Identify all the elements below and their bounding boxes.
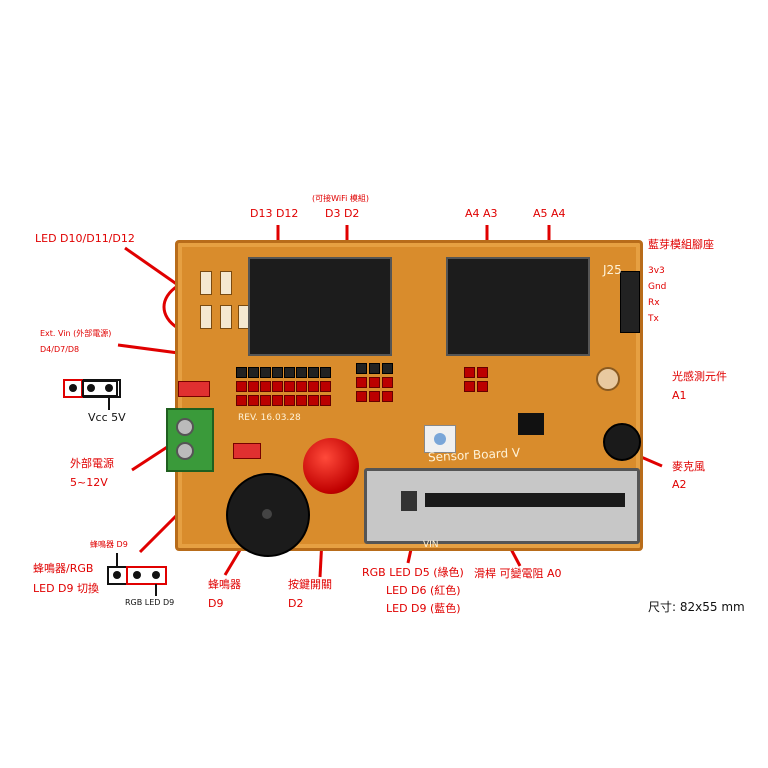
label-d3-d2: D3 D2 — [325, 207, 360, 220]
push-button — [303, 438, 359, 494]
label-mic-1: 麥克風 — [672, 460, 705, 473]
line-led — [124, 246, 179, 287]
label-wifi-note: (可接WiFi 模組) — [312, 194, 369, 203]
label-buzzer-1: 蜂鳴器 — [208, 578, 241, 591]
pin-rows — [236, 367, 346, 407]
buzzer — [226, 473, 310, 557]
label-mic-2: A2 — [672, 478, 687, 491]
power-terminal — [166, 408, 214, 472]
label-rgb-2: LED D6 (紅色) — [386, 584, 461, 597]
label-size: 尺寸: 82x55 mm — [648, 600, 745, 614]
label-ldr-2: A1 — [672, 389, 687, 402]
led-array — [194, 261, 250, 341]
jumper-block — [356, 363, 396, 403]
label-buzzer-2: D9 — [208, 597, 224, 610]
label-bt-rx: Rx — [648, 298, 660, 308]
label-ext-power-1: 外部電源 — [70, 457, 114, 470]
digital-header-d13-d12 — [248, 257, 392, 356]
label-switch-2: LED D9 切換 — [33, 582, 100, 595]
label-ext-power-2: 5~12V — [70, 476, 108, 489]
bluetooth-header — [620, 271, 640, 333]
rev-silk: REV. 16.03.28 — [238, 413, 301, 423]
label-a4-a3: A4 A3 — [465, 207, 498, 220]
analog-jumpers — [464, 367, 494, 407]
ic-chip — [518, 413, 544, 435]
analog-header-a4-a5 — [446, 257, 590, 356]
label-ldr-1: 光感測元件 — [672, 370, 727, 383]
label-rgb-led-d9: RGB LED D9 — [125, 598, 175, 607]
j25-silk: J25 — [603, 263, 622, 277]
microphone — [603, 423, 641, 461]
vin-silk: VIN — [423, 540, 439, 550]
label-buzzer-d9: 蜂鳴器 D9 — [90, 540, 128, 549]
label-a5-a4: A5 A4 — [533, 207, 566, 220]
label-slider: 滑桿 可變電阻 A0 — [474, 567, 562, 580]
label-bt-tx: Tx — [648, 314, 659, 324]
label-ext-vin: Ext. Vin (外部電源) — [40, 329, 112, 338]
jumper-diagram-rgb — [107, 553, 167, 596]
rgb-led — [424, 425, 456, 453]
label-bt-header: 藍芽模組腳座 — [648, 238, 714, 251]
label-bt-3v3: 3v3 — [648, 266, 665, 276]
label-bt-gnd: Gnd — [648, 282, 667, 292]
light-sensor — [596, 367, 620, 391]
label-switch-1: 蜂鳴器/RGB — [33, 562, 94, 575]
label-led-d10: LED D10/D11/D12 — [35, 232, 135, 245]
vcc-jumper — [178, 381, 210, 397]
label-rgb-1: RGB LED D5 (綠色) — [362, 566, 464, 579]
jumper-diagram-vcc — [63, 379, 121, 410]
label-d13-d12: D13 D12 — [250, 207, 299, 220]
label-d4-d7-d8: D4/D7/D8 — [40, 345, 80, 354]
label-vcc5v: Vcc 5V — [88, 411, 126, 424]
label-button-2: D2 — [288, 597, 304, 610]
slide-potentiometer — [364, 468, 640, 544]
label-button-1: 按鍵開關 — [288, 578, 332, 591]
sensor-board: J25 — [166, 240, 643, 557]
buzzer-jumper — [233, 443, 261, 459]
label-rgb-3: LED D9 (藍色) — [386, 602, 461, 615]
